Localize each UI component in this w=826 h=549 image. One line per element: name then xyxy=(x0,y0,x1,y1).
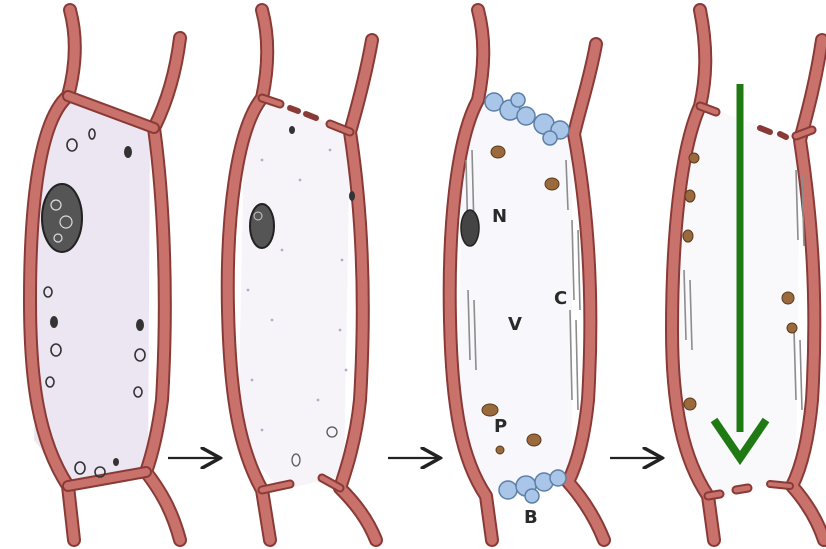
stage-2-cell xyxy=(228,10,376,540)
stage-2-nucleus xyxy=(250,204,274,248)
stage-4-cell xyxy=(672,10,824,540)
label-nucleus: N xyxy=(492,206,507,227)
label-cytoskeleton: C xyxy=(554,288,567,309)
stage-3-nucleus xyxy=(461,210,479,246)
stage-2-cytoplasm xyxy=(238,102,350,490)
label-vacuole: V xyxy=(508,314,522,335)
stage-3-cell: N V C P B xyxy=(450,10,604,540)
label-callose: B xyxy=(524,507,538,528)
label-plastid: P xyxy=(494,416,507,437)
stage-1-cell xyxy=(30,10,180,540)
